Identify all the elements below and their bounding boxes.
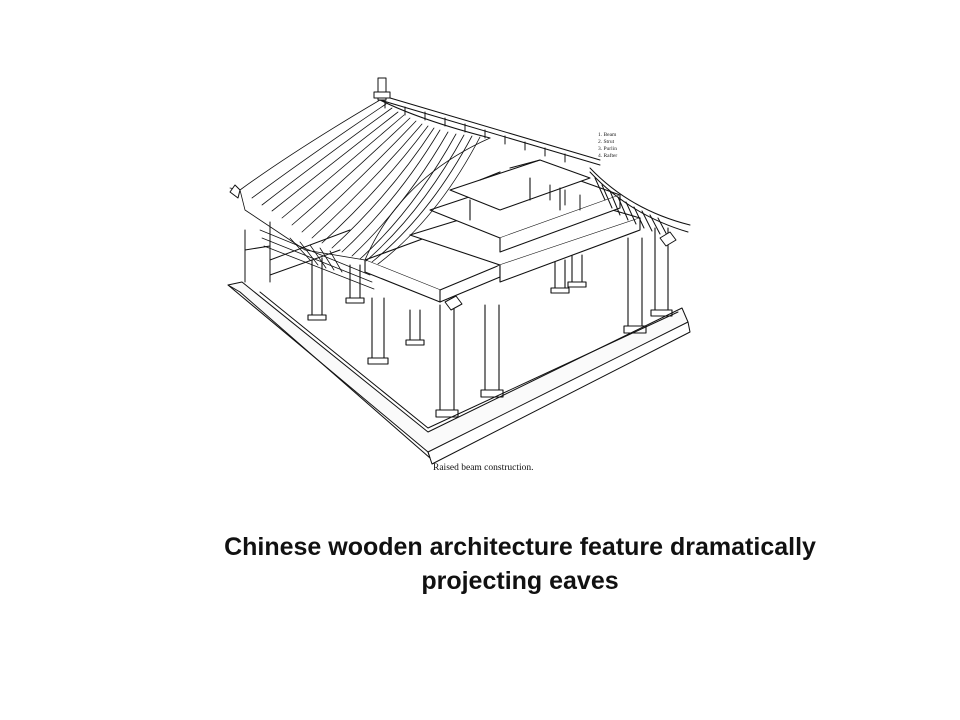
raised-beam-construction-drawing: 1. Beam 2. Strut 3. Purlin 4. Rafter Rai…: [200, 60, 720, 490]
legend-item: 1. Beam: [598, 132, 617, 138]
ridge-purlins: [373, 77, 601, 166]
legend-item: 4. Rafter: [598, 152, 617, 159]
figure-legend: 1. Beam 2. Strut 3. Purlin 4. Rafter: [598, 132, 617, 159]
beams: [364, 159, 641, 303]
building-illustration: 1. Beam 2. Strut 3. Purlin 4. Rafter Rai…: [227, 77, 691, 473]
eave-brackets: [229, 184, 677, 311]
slide-title-line: projecting eaves: [421, 567, 619, 595]
roof-tiles: [229, 99, 491, 290]
stone-platform: [227, 281, 691, 465]
slide-title: Chinese wooden architecture feature dram…: [150, 530, 890, 598]
slide-title-line: Chinese wooden architecture feature dram…: [224, 533, 816, 561]
legend-item: 2. Strut: [598, 139, 615, 145]
roof-hip: [549, 167, 691, 238]
figure-caption: Raised beam construction.: [433, 463, 534, 473]
legend-item: 3. Purlin: [598, 146, 617, 152]
columns: [307, 227, 673, 418]
